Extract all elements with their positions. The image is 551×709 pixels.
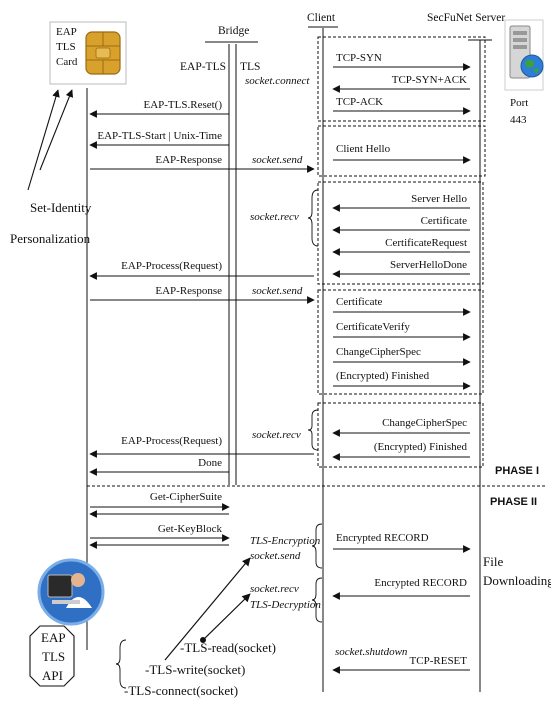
phase-1-label: PHASE I [495, 465, 539, 477]
msg-server-hello-done: ServerHelloDone [390, 259, 467, 271]
socket-shutdown-label: socket.shutdown [335, 646, 408, 658]
tls-encryption-label: TLS-Encryption [250, 535, 321, 547]
msg-finished-c: (Encrypted) Finished [336, 370, 430, 382]
user-computer-icon [37, 558, 105, 626]
client-header: Client [307, 12, 336, 24]
eap-tls-subheader: EAP-TLS [180, 61, 226, 73]
socket-recv-label-2: socket.recv [252, 429, 301, 441]
msg-certificate-c: Certificate [336, 296, 383, 308]
msg-eap-tls-reset: EAP-TLS.Reset() [143, 99, 222, 111]
sim-chip-icon [85, 31, 121, 75]
msg-done: Done [198, 457, 222, 469]
dashed-group-boxes [317, 36, 486, 468]
tls-subheader: TLS [240, 61, 260, 73]
msg-tcp-reset: TCP-RESET [410, 655, 468, 667]
socket-send-label-1: socket.send [252, 154, 303, 166]
api-calls-brace [115, 639, 127, 689]
msg-certificate-s: Certificate [421, 215, 468, 227]
read-call-dot [200, 637, 206, 643]
msg-cert-verify: CertificateVerify [336, 321, 410, 333]
socket-connect-label: socket.connect [245, 75, 310, 87]
port-number: 443 [510, 114, 527, 126]
msg-tcp-syn: TCP-SYN [336, 52, 382, 64]
msg-eap-process-1: EAP-Process(Request) [121, 260, 222, 272]
client-server-arrows [332, 63, 471, 674]
arrow-set-identity [39, 89, 74, 171]
msg-get-ciphersuite: Get-CipherSuite [150, 491, 222, 503]
msg-eap-response-1: EAP-Response [155, 154, 222, 166]
socket-recv-label-1: socket.recv [250, 211, 299, 223]
socket-send-label-2: socket.send [252, 285, 303, 297]
msg-server-hello: Server Hello [411, 193, 467, 205]
msg-tcp-ack: TCP-ACK [336, 96, 383, 108]
card-bridge-arrows [89, 110, 315, 549]
msg-eap-response-2: EAP-Response [155, 285, 222, 297]
msg-get-keyblock: Get-KeyBlock [158, 523, 223, 535]
api-label-3: API [42, 668, 63, 683]
card-label-3: Card [56, 56, 78, 68]
set-identity-label: Set-Identity [30, 200, 92, 215]
api-octagon [29, 625, 75, 687]
port-label: Port [510, 97, 528, 109]
file-download-label-1: File [483, 554, 503, 569]
msg-cert-request: CertificateRequest [385, 237, 467, 249]
api-label-1: EAP [41, 630, 66, 645]
socket-braces [307, 189, 323, 623]
arrow-read-to-decryption [202, 593, 251, 641]
card-label-2: TLS [56, 41, 76, 53]
msg-record-in: Encrypted RECORD [374, 577, 467, 589]
msg-ccs-s: ChangeCipherSpec [382, 417, 467, 429]
msg-eap-tls-start: EAP-TLS-Start | Unix-Time [97, 130, 222, 142]
tls-decryption-label: TLS-Decryption [250, 599, 321, 611]
msg-ccs-c: ChangeCipherSpec [336, 346, 421, 358]
server-globe-icon [504, 19, 544, 91]
file-download-label-2: Downloading [483, 573, 551, 588]
left-annotation-arrows [27, 89, 74, 191]
personalization-label: Personalization [10, 231, 91, 246]
api-call-connect: -TLS-connect(socket) [124, 683, 238, 698]
msg-finished-s: (Encrypted) Finished [374, 441, 468, 453]
api-call-write: -TLS-write(socket) [145, 662, 245, 677]
sim-card-icon [49, 21, 127, 85]
api-diagonal-arrows [164, 557, 251, 661]
socket-recv-label-3: socket.recv [250, 583, 299, 595]
msg-client-hello: Client Hello [336, 143, 391, 155]
msg-record-out: Encrypted RECORD [336, 532, 429, 544]
api-label-2: TLS [42, 649, 65, 664]
msg-tcp-synack: TCP-SYN+ACK [392, 74, 467, 86]
api-call-read: -TLS-read(socket) [180, 640, 276, 655]
arrow-write-to-encryption [164, 557, 251, 661]
msg-eap-process-2: EAP-Process(Request) [121, 435, 222, 447]
bridge-header: Bridge [218, 25, 249, 37]
socket-send-label-3: socket.send [250, 550, 301, 562]
phase-2-label: PHASE II [490, 496, 537, 508]
card-label-1: EAP [56, 26, 77, 38]
server-header: SecFuNet Server [427, 12, 505, 24]
arrow-personalization [27, 89, 60, 191]
